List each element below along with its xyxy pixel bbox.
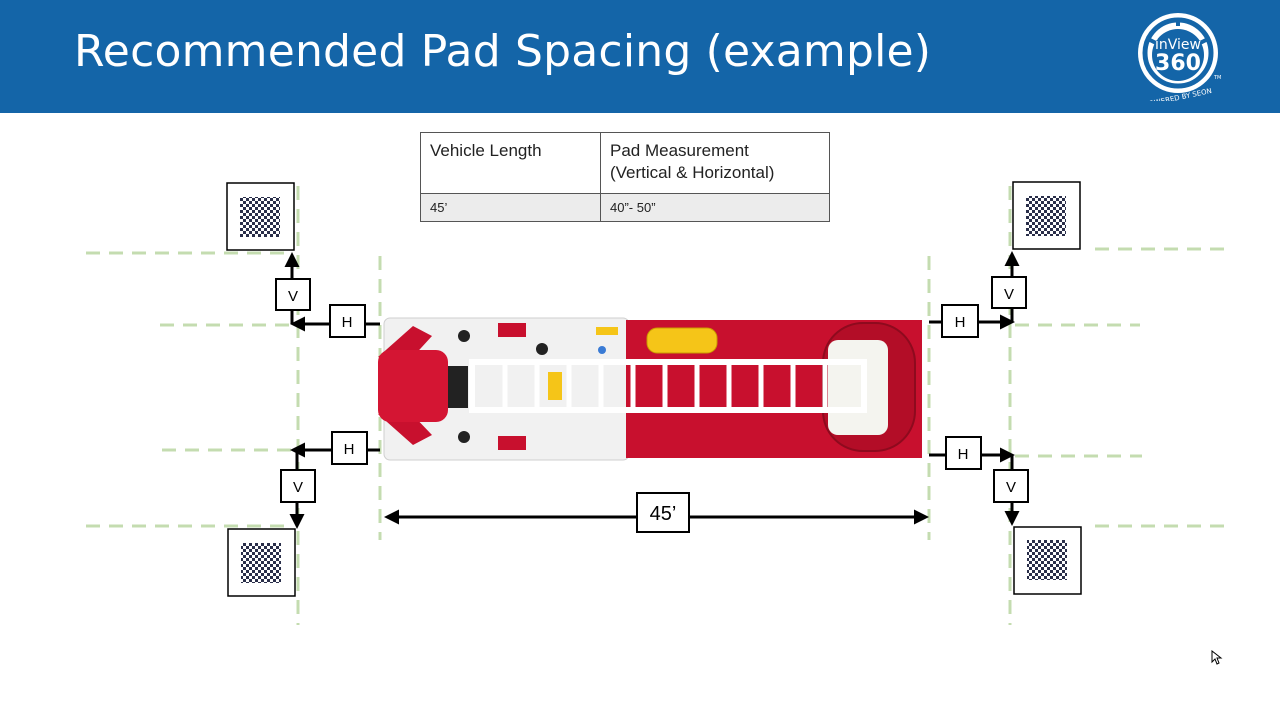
table-header-cell: Vehicle Length <box>420 132 601 194</box>
calibration-pad-top-right <box>1012 181 1081 250</box>
logo-text-inview: inView <box>1155 37 1201 53</box>
horizontal-label: H <box>344 441 355 458</box>
inview360-logo: inView 360 TM POWERED BY SEON <box>1138 13 1221 101</box>
table-header-line: Pad Measurement <box>610 141 749 160</box>
table-header-row: Vehicle Length Pad Measurement (Vertical… <box>420 132 830 194</box>
vertical-label: V <box>288 288 298 305</box>
checkerboard-target-icon <box>240 197 280 237</box>
logo-text-360: 360 <box>1155 51 1201 76</box>
calibration-pad-top-left <box>226 182 295 251</box>
header-bar: Recommended Pad Spacing (example) inView… <box>0 0 1280 113</box>
horizontal-label: H <box>955 314 966 331</box>
vehicle-length-label: 45’ <box>650 503 677 525</box>
table-cell: 45’ <box>420 193 601 222</box>
table-header-cell: Pad Measurement (Vertical & Horizontal) <box>600 132 830 194</box>
horizontal-label: H <box>958 446 969 463</box>
table-cell: 40”- 50” <box>600 193 830 222</box>
calibration-pad-bottom-right <box>1013 526 1082 595</box>
vertical-label: V <box>1006 479 1016 496</box>
vertical-label: V <box>293 479 303 496</box>
calibration-pad-bottom-left <box>227 528 296 597</box>
logo-trademark: TM <box>1213 75 1221 81</box>
horizontal-label: H <box>342 314 353 331</box>
fire-truck-image <box>378 317 922 461</box>
checkerboard-target-icon <box>1026 196 1066 236</box>
pad-spacing-table: Vehicle Length Pad Measurement (Vertical… <box>420 132 830 222</box>
page-title: Recommended Pad Spacing (example) <box>74 26 932 77</box>
checkerboard-target-icon <box>1027 540 1067 580</box>
measurement-arrows <box>284 251 1020 529</box>
table-row: 45’ 40”- 50” <box>420 193 830 222</box>
vertical-label: V <box>1004 286 1014 303</box>
table-header-line: (Vertical & Horizontal) <box>610 163 775 182</box>
checkerboard-target-icon <box>241 543 281 583</box>
mouse-cursor-icon <box>1211 650 1223 665</box>
